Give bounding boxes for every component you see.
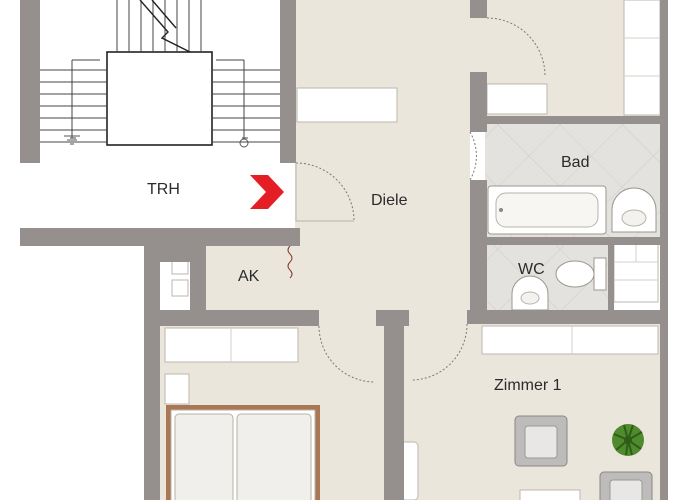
grounding-symbol bbox=[64, 135, 80, 145]
floor-drain bbox=[239, 138, 249, 148]
room-label-ak: AK bbox=[238, 268, 260, 285]
top-door-swing bbox=[486, 17, 546, 77]
ak-shelf-2 bbox=[171, 279, 189, 297]
toilet-bowl bbox=[555, 260, 595, 288]
side-table bbox=[519, 489, 581, 500]
stair-break-line-2 bbox=[151, 0, 177, 29]
entrance-door-swing bbox=[295, 162, 355, 222]
entrance-arrow-icon bbox=[250, 175, 284, 209]
room-label-zimmer1: Zimmer 1 bbox=[494, 377, 562, 394]
walls bbox=[20, 0, 668, 500]
bedroom-door-swing bbox=[318, 325, 376, 383]
room-label-wc: WC bbox=[518, 261, 545, 278]
pillow-1 bbox=[174, 413, 234, 500]
nightstand bbox=[164, 373, 190, 405]
diele-shelf bbox=[296, 87, 398, 123]
corridor-floor bbox=[385, 0, 485, 130]
room-label-bad: Bad bbox=[561, 154, 590, 171]
stair-treads bbox=[40, 0, 280, 143]
room-label-diele: Diele bbox=[371, 192, 408, 209]
pillow-2 bbox=[236, 413, 312, 500]
doors bbox=[295, 17, 546, 383]
kitchen-counter bbox=[623, 0, 661, 116]
stair-rails bbox=[70, 59, 248, 139]
toilet-tank bbox=[593, 257, 607, 291]
room-label-trh: TRH bbox=[147, 181, 180, 198]
fixtures bbox=[164, 0, 661, 500]
stair-break-line bbox=[139, 0, 191, 53]
ak-cord bbox=[287, 245, 293, 279]
bad-door-swing bbox=[469, 131, 477, 181]
zimmer1-shelf bbox=[481, 325, 659, 355]
stairwell bbox=[40, 0, 280, 160]
plant-icon bbox=[612, 424, 644, 456]
zimmer1-door-swing bbox=[410, 323, 468, 381]
ak-floor bbox=[205, 245, 300, 310]
small-cabinet bbox=[486, 83, 548, 115]
stair-core bbox=[106, 51, 213, 146]
